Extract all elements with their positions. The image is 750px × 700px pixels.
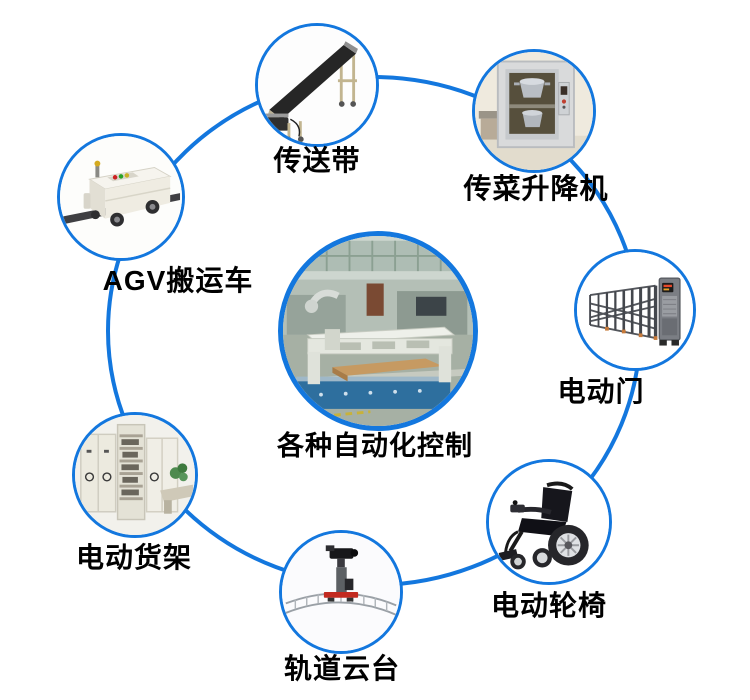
label-gate: 电动门: [557, 376, 645, 407]
dumbwaiter-lift-icon: [475, 52, 593, 170]
label-center-automation: 各种自动化控制: [277, 431, 473, 461]
mobile-shelving-icon: [75, 415, 195, 535]
label-shelving: 电动货架: [75, 542, 193, 573]
node-wheelchair: [486, 459, 612, 585]
node-agv: [57, 133, 185, 261]
label-conveyor: 传送带: [273, 145, 361, 176]
node-center-automation: [278, 231, 478, 431]
retractable-gate-icon: [577, 252, 693, 368]
node-gate: [574, 249, 696, 371]
node-shelving: [72, 412, 198, 538]
node-rail-dolly: [279, 530, 403, 654]
label-wheelchair: 电动轮椅: [490, 590, 608, 621]
factory-automation-scene-icon: [283, 236, 473, 426]
agv-cart-icon: [60, 136, 182, 258]
node-conveyor: [255, 23, 379, 147]
label-rail-dolly: 轨道云台: [283, 653, 401, 684]
rail-camera-dolly-icon: [282, 533, 400, 651]
label-food-lift: 传菜升降机: [463, 173, 609, 204]
electric-wheelchair-icon: [489, 462, 609, 582]
label-agv: AGV搬运车: [102, 265, 254, 296]
conveyor-belt-icon: [258, 26, 376, 144]
node-food-lift: [472, 49, 596, 173]
